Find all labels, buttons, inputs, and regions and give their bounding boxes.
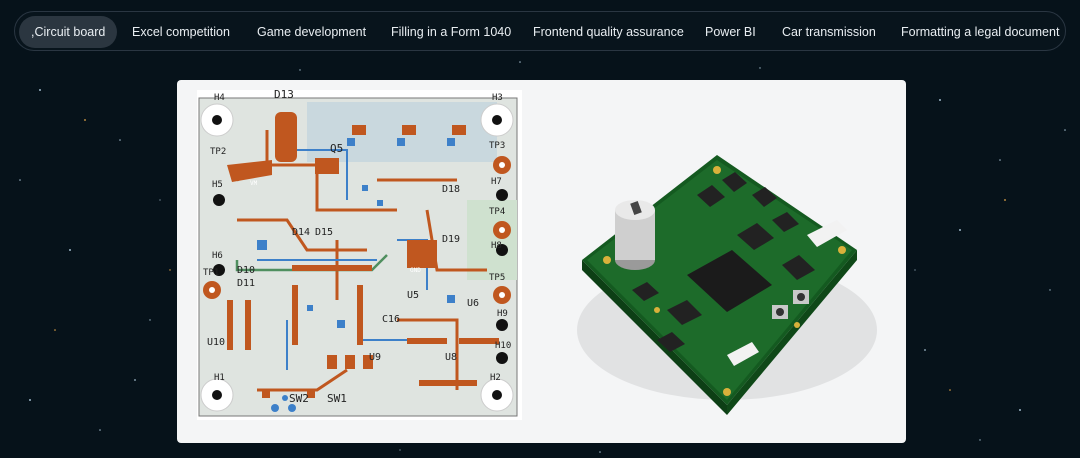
pcb-label-u5: U5 bbox=[407, 290, 419, 301]
pcb-label-sw2: SW2 bbox=[289, 392, 309, 405]
pcb-label-u6: U6 bbox=[467, 298, 479, 309]
pcb-label-q5: Q5 bbox=[330, 142, 343, 155]
pcb-label-c16: C16 bbox=[382, 314, 400, 325]
pcb-label-d10: D10 bbox=[237, 265, 255, 276]
pcb-label-tp2: TP2 bbox=[210, 147, 226, 157]
pcb-label-h6: H6 bbox=[212, 251, 223, 261]
tab-car-transmission[interactable]: Car transmission bbox=[782, 25, 876, 39]
pcb-label-u10: U10 bbox=[207, 337, 225, 348]
pcb-label-u8: U8 bbox=[445, 352, 457, 363]
pcb-label-h1: H1 bbox=[214, 373, 225, 383]
tab-legal-document[interactable]: Formatting a legal document bbox=[901, 25, 1060, 39]
pcb-layout-image: H4 H3 D13 TP2 TP3 H5 H7 TP4 H8 H6 TP1 TP… bbox=[197, 90, 522, 420]
tab-game-development[interactable]: Game development bbox=[257, 25, 367, 39]
tab-form-1040[interactable]: Filling in a Form 1040 bbox=[391, 25, 512, 39]
tab-frontend-qa[interactable]: Frontend quality assurance bbox=[533, 25, 684, 39]
pcb-label-d19: D19 bbox=[442, 234, 460, 245]
pcb-3d-render bbox=[577, 155, 877, 415]
pcb-label-gnd: GND bbox=[410, 267, 421, 274]
pcb-label-u9: U9 bbox=[369, 352, 381, 363]
pcb-label-d14: D14 bbox=[292, 227, 310, 238]
category-tab-bar: ,Circuit board Excel competition Game de… bbox=[14, 11, 1066, 51]
pcb-label-tp4: TP4 bbox=[489, 207, 505, 217]
pcb-label-d15: D15 bbox=[315, 227, 333, 238]
pcb-label-h10: H10 bbox=[495, 341, 511, 351]
pcb-label-tp3: TP3 bbox=[489, 141, 505, 151]
pcb-label-vm: VM bbox=[250, 180, 258, 187]
pcb-label-h3: H3 bbox=[492, 93, 503, 103]
pcb-label-h8: H8 bbox=[491, 241, 502, 251]
tab-excel-competition[interactable]: Excel competition bbox=[132, 25, 230, 39]
pcb-label-h9: H9 bbox=[497, 309, 508, 319]
pcb-label-tp1: TP1 bbox=[203, 268, 219, 278]
pcb-label-d11: D11 bbox=[237, 278, 255, 289]
pcb-label-sw1: SW1 bbox=[327, 392, 347, 405]
tab-circuit-board[interactable]: ,Circuit board bbox=[19, 16, 118, 48]
pcb-label-h2: H2 bbox=[490, 373, 501, 383]
tab-power-bi[interactable]: Power BI bbox=[705, 25, 756, 39]
preview-card: H4 H3 D13 TP2 TP3 H5 H7 TP4 H8 H6 TP1 TP… bbox=[177, 80, 906, 443]
pcb-label-h7: H7 bbox=[491, 177, 502, 187]
pcb-label-d13: D13 bbox=[274, 90, 294, 101]
pcb-label-h4: H4 bbox=[214, 93, 225, 103]
pcb-label-tp5: TP5 bbox=[489, 273, 505, 283]
pcb-label-d18: D18 bbox=[442, 184, 460, 195]
pcb-label-h5: H5 bbox=[212, 180, 223, 190]
